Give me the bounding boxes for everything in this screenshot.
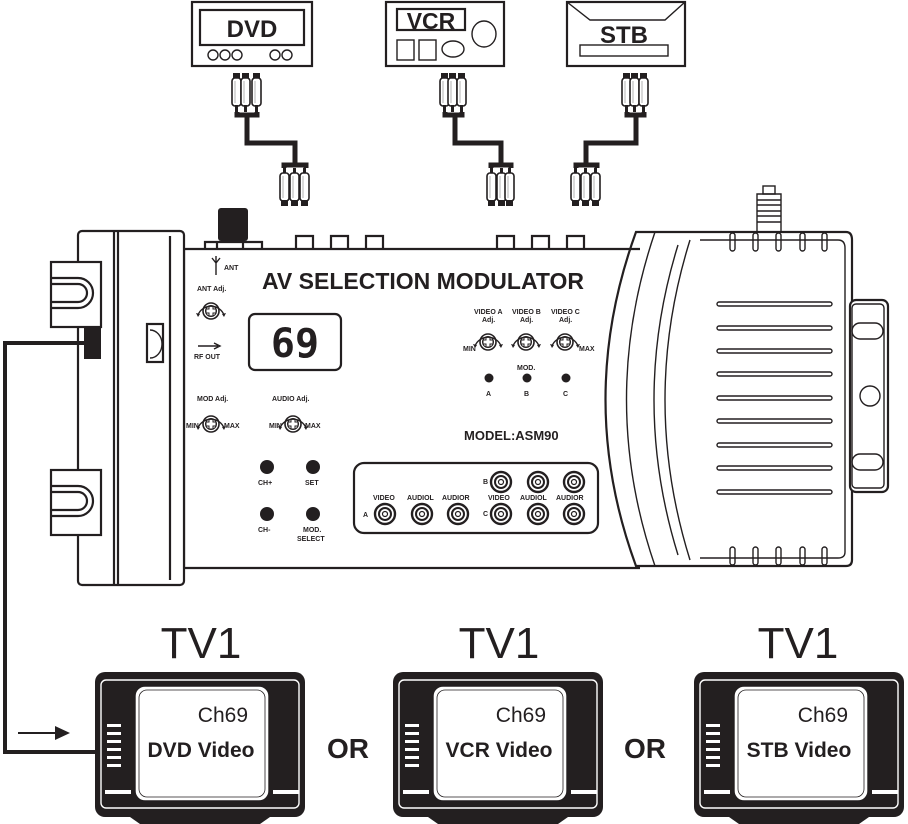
mod-max-label: MAX bbox=[224, 423, 240, 430]
jack-a-video[interactable] bbox=[373, 502, 397, 526]
model-label: MODEL:ASM90 bbox=[464, 428, 559, 443]
mod-led-label: MOD. bbox=[517, 365, 535, 372]
jack-a-audio-r[interactable] bbox=[446, 502, 470, 526]
ant-connector bbox=[218, 208, 248, 241]
or-separator-2: OR bbox=[624, 733, 666, 764]
video-a-adj-knob[interactable] bbox=[472, 333, 504, 351]
dvd-player: DVD bbox=[190, 0, 314, 68]
dvd-cable bbox=[231, 72, 310, 207]
tv-dvd: TV1 Ch69 DVD Video bbox=[94, 619, 306, 824]
av-modulator: AV SELECTION MODULATOR ANT ANT Adj. RF O… bbox=[49, 185, 890, 587]
signal-arrow-icon bbox=[18, 726, 70, 740]
led-a-label: A bbox=[486, 391, 491, 398]
modulator-title: AV SELECTION MODULATOR bbox=[262, 268, 584, 294]
ant-label: ANT bbox=[224, 265, 239, 272]
video-b-adj-label: VIDEO B bbox=[512, 309, 541, 316]
audio-min-label: MIN bbox=[269, 423, 282, 430]
video-min-label: MIN bbox=[463, 346, 476, 353]
jack-c-video-label: VIDEO bbox=[488, 495, 510, 502]
led-c bbox=[561, 373, 571, 383]
ant-adj-label: ANT Adj. bbox=[197, 286, 226, 293]
ch-plus-button[interactable] bbox=[260, 460, 274, 474]
jack-c-audio-l[interactable] bbox=[526, 502, 550, 526]
jack-a-video-label: VIDEO bbox=[373, 495, 395, 502]
channel-display-value: 69 bbox=[271, 321, 319, 367]
dvd-label: DVD bbox=[227, 16, 278, 43]
tv-title: TV1 bbox=[459, 619, 540, 668]
stb-cable bbox=[570, 72, 649, 207]
mod-adj-knob[interactable] bbox=[195, 415, 227, 433]
led-b bbox=[522, 373, 532, 383]
audio-adj-label: AUDIO Adj. bbox=[272, 396, 310, 403]
row-b-label: B bbox=[483, 479, 488, 486]
set-top-box: STB bbox=[565, 0, 687, 68]
jack-a-audiol-label: AUDIOL bbox=[407, 495, 435, 502]
vcr-label: VCR bbox=[407, 8, 456, 34]
mod-select-label-2: SELECT bbox=[297, 536, 325, 543]
jack-c-video[interactable] bbox=[489, 502, 513, 526]
mod-adj-label: MOD Adj. bbox=[197, 396, 228, 403]
vcr-cable bbox=[439, 72, 515, 207]
jack-b-audio-l[interactable] bbox=[526, 470, 550, 494]
video-a-adj-label: VIDEO A bbox=[474, 309, 503, 316]
tv-source: DVD Video bbox=[148, 739, 255, 762]
mod-select-label-1: MOD. bbox=[303, 527, 321, 534]
tv-stb: TV1 Ch69 STB Video bbox=[693, 619, 905, 824]
row-a-label: A bbox=[363, 512, 368, 519]
tv-source: VCR Video bbox=[446, 739, 553, 762]
tv-title: TV1 bbox=[758, 619, 839, 668]
video-a-adj-sub: Adj. bbox=[482, 317, 495, 324]
stb-label: STB bbox=[600, 22, 648, 49]
ch-minus-label: CH- bbox=[258, 527, 271, 534]
video-b-adj-knob[interactable] bbox=[510, 333, 542, 351]
rf-out-label: RF OUT bbox=[194, 354, 221, 361]
ch-plus-label: CH+ bbox=[258, 480, 272, 487]
channel-display bbox=[247, 312, 343, 372]
tv-channel: Ch69 bbox=[198, 704, 248, 727]
video-c-adj-sub: Adj. bbox=[559, 317, 572, 324]
row-c-label: C bbox=[483, 511, 488, 518]
mod-select-button[interactable] bbox=[306, 507, 320, 521]
jack-c-audiol-label: AUDIOL bbox=[520, 495, 548, 502]
audio-max-label: MAX bbox=[305, 423, 321, 430]
led-a bbox=[484, 373, 494, 383]
tv-source: STB Video bbox=[747, 739, 852, 762]
vent-slots bbox=[716, 301, 833, 495]
or-separator-1: OR bbox=[327, 733, 369, 764]
video-c-adj-label: VIDEO C bbox=[551, 309, 580, 316]
jack-a-audio-l[interactable] bbox=[410, 502, 434, 526]
set-label: SET bbox=[305, 480, 319, 487]
led-c-label: C bbox=[563, 391, 568, 398]
jack-a-audior-label: AUDIOR bbox=[442, 495, 470, 502]
mod-min-label: MIN bbox=[186, 423, 199, 430]
audio-adj-knob[interactable] bbox=[277, 415, 309, 433]
rf-output-cable bbox=[3, 341, 96, 754]
tv-vcr: TV1 Ch69 VCR Video bbox=[392, 619, 604, 824]
video-c-adj-knob[interactable] bbox=[549, 333, 581, 351]
jack-c-audio-r[interactable] bbox=[562, 502, 586, 526]
jack-b-audio-r[interactable] bbox=[562, 470, 586, 494]
video-b-adj-sub: Adj. bbox=[520, 317, 533, 324]
ch-minus-button[interactable] bbox=[260, 507, 274, 521]
vcr-player: VCR bbox=[384, 0, 506, 68]
jack-b-video[interactable] bbox=[489, 470, 513, 494]
ant-adj-knob[interactable] bbox=[195, 302, 227, 320]
video-max-label: MAX bbox=[579, 346, 595, 353]
jack-c-audior-label: AUDIOR bbox=[556, 495, 584, 502]
set-button[interactable] bbox=[306, 460, 320, 474]
led-b-label: B bbox=[524, 391, 529, 398]
tv-channel: Ch69 bbox=[798, 704, 848, 727]
av-input-panel bbox=[352, 461, 600, 535]
tv-title: TV1 bbox=[161, 619, 242, 668]
tv-channel: Ch69 bbox=[496, 704, 546, 727]
